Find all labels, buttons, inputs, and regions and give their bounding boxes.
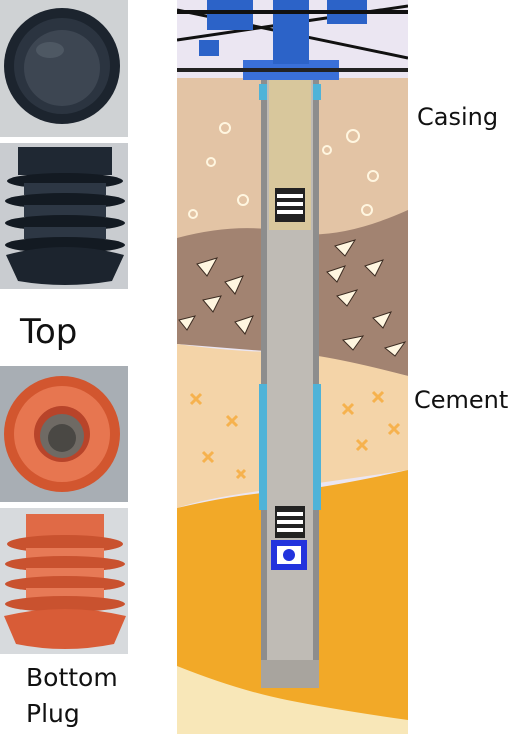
casing-label: Casing: [417, 103, 499, 131]
top-plug-photo: [0, 0, 128, 137]
bottom-plug-label-line1: Bottom: [26, 663, 118, 692]
bottom-plug-photo: [0, 366, 128, 502]
bottom-plug-side-photo: [0, 508, 128, 654]
cement-label: Cement: [414, 386, 509, 414]
bottom-plug-label: Bottom Plug: [26, 660, 118, 732]
wellbore-diagram: [176, 0, 409, 734]
top-plug-side-photo: [0, 143, 128, 289]
bottom-plug-label-line2: Plug: [26, 699, 80, 728]
top-plug-label: Top: [20, 312, 78, 352]
